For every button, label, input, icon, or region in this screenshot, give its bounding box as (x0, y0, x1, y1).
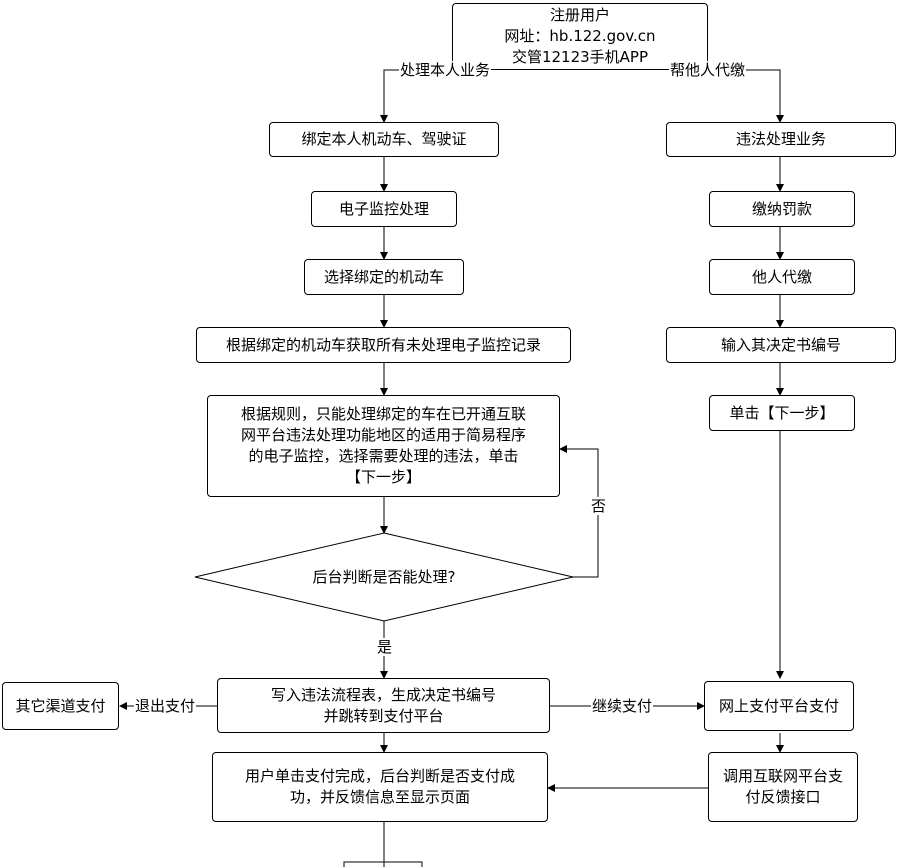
node-write-line-1: 写入违法流程表，生成决定书编号 (270, 685, 496, 704)
node-e-monitor-label: 电子监控处理 (338, 199, 429, 218)
label-no: 否 (590, 497, 608, 515)
node-select-vehicle: 选择绑定的机动车 (304, 259, 464, 295)
node-pay-for-other: 他人代缴 (709, 259, 855, 295)
node-violation-label: 违法处理业务 (735, 130, 826, 148)
node-other-channel-label: 其它渠道支付 (15, 696, 106, 715)
bottom-stub-box (343, 861, 423, 867)
node-click-next: 单击【下一步】 (709, 395, 855, 431)
node-input-decision-no: 输入其决定书编号 (666, 327, 896, 363)
node-fetch-records-label: 根据绑定的机动车获取所有未处理电子监控记录 (225, 335, 541, 354)
label-yes: 是 (376, 638, 394, 656)
start-site: 网址：hb.122.gov.cn (504, 27, 656, 45)
label-continue-pay: 继续支付 (591, 697, 654, 715)
node-write-flow: 写入违法流程表，生成决定书编号 并跳转到支付平台 (217, 678, 550, 733)
node-online-payment-label: 网上支付平台支付 (718, 696, 839, 715)
node-api-line-1: 调用互联网平台支 (722, 767, 843, 785)
node-complete-line-1: 用户单击支付完成，后台判断是否支付成 (244, 767, 515, 785)
node-bind-vehicle-license: 绑定本人机动车、驾驶证 (269, 122, 499, 157)
start-app: 交管12123手机APP (511, 48, 649, 66)
node-click-next-label: 单击【下一步】 (729, 403, 835, 422)
decision-label: 后台判断是否能处理? (312, 568, 456, 586)
node-api-line-2: 付反馈接口 (745, 788, 821, 806)
node-e-monitor: 电子监控处理 (311, 191, 457, 227)
node-other-channel: 其它渠道支付 (2, 682, 119, 730)
node-fetch-records: 根据绑定的机动车获取所有未处理电子监控记录 (196, 327, 571, 363)
node-bind-label: 绑定本人机动车、驾驶证 (301, 130, 467, 148)
node-rules-line-1: 根据规则，只能处理绑定的车在已开通互联 (240, 405, 526, 423)
node-rules-line-2: 网平台违法处理功能地区的适用于简易程序 (240, 426, 526, 444)
decision-diamond (194, 532, 574, 622)
node-complete-line-2: 功，并反馈信息至显示页面 (289, 788, 470, 806)
node-input-no-label: 输入其决定书编号 (720, 335, 841, 354)
node-online-payment: 网上支付平台支付 (704, 681, 854, 731)
node-violation-business: 违法处理业务 (666, 122, 896, 157)
node-pay-fine-label: 缴纳罚款 (751, 199, 812, 218)
node-pay-for-other-label: 他人代缴 (751, 267, 812, 286)
node-pay-fine: 缴纳罚款 (709, 191, 855, 227)
label-others: 帮他人代缴 (669, 61, 747, 79)
node-rules-line-3: 的电子监控，选择需要处理的违法，单击 (248, 447, 519, 465)
node-rules: 根据规则，只能处理绑定的车在已开通互联 网平台违法处理功能地区的适用于简易程序 … (207, 395, 560, 497)
label-self: 处理本人业务 (399, 61, 492, 79)
label-exit-pay: 退出支付 (134, 697, 197, 715)
node-write-line-2: 并跳转到支付平台 (323, 706, 444, 725)
node-rules-line-4: 【下一步】 (345, 468, 421, 486)
node-select-vehicle-label: 选择绑定的机动车 (323, 267, 444, 286)
start-title: 注册用户 (549, 6, 610, 24)
start-register-user: 注册用户 网址：hb.122.gov.cn 交管12123手机APP (452, 3, 708, 70)
node-payment-api: 调用互联网平台支 付反馈接口 (708, 752, 858, 822)
node-payment-complete: 用户单击支付完成，后台判断是否支付成 功，并反馈信息至显示页面 (212, 752, 548, 822)
